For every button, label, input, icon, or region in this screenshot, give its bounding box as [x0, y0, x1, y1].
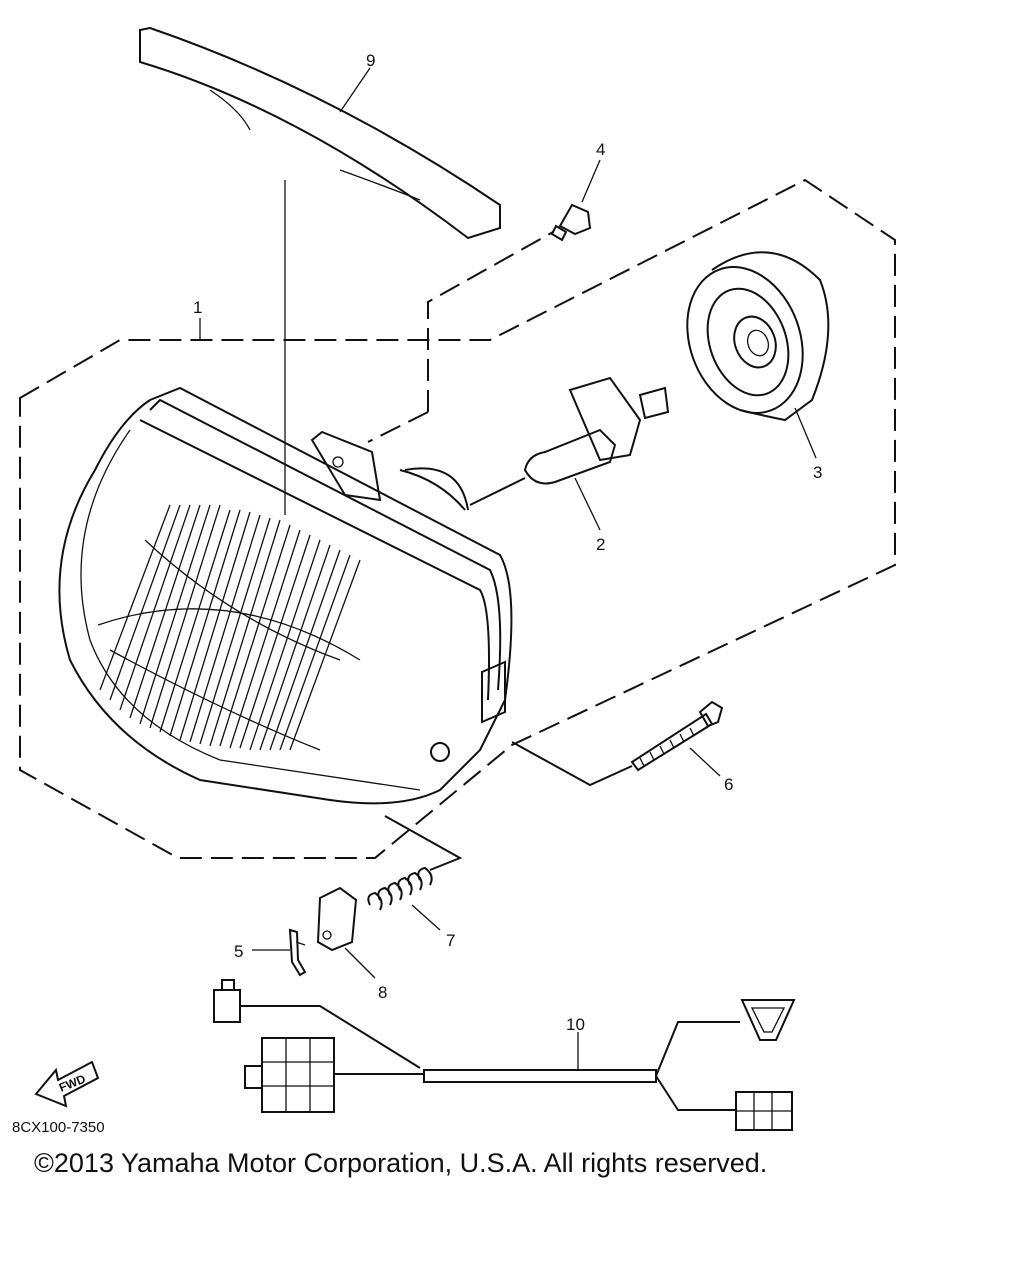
drawing-code: 8CX100-7350: [12, 1119, 105, 1136]
spring-part: [367, 815, 463, 911]
leader-9: [339, 67, 371, 113]
callout-3: 3: [813, 463, 822, 482]
callout-7: 7: [446, 931, 455, 950]
lens-pattern: [97, 504, 361, 751]
callout-10: 10: [566, 1015, 585, 1034]
screw-grommet-part: [550, 203, 592, 242]
assembly-outline: [19, 178, 896, 859]
leader-7: [411, 904, 441, 931]
visor-cover-part: [139, 26, 501, 515]
wiring-harness-part: [213, 979, 796, 1131]
headlight-housing-part: [58, 386, 513, 805]
clip-part: [288, 928, 307, 977]
leader-4: [581, 159, 601, 203]
leader-3: [794, 407, 817, 459]
copyright-notice: ©2013 Yamaha Motor Corporation, U.S.A. A…: [34, 1148, 768, 1178]
bracket-nut-part: [316, 886, 358, 952]
bulb-part: [469, 376, 670, 506]
leader-6: [689, 747, 721, 777]
callout-1: 1: [193, 298, 202, 317]
leader-8: [344, 947, 376, 979]
leader-4-dashed: [427, 231, 554, 412]
bulb-cover-part: [686, 251, 830, 422]
callout-9: 9: [366, 51, 375, 70]
callout-2: 2: [596, 535, 605, 554]
callout-8: 8: [378, 983, 387, 1002]
callout-6: 6: [724, 775, 733, 794]
callout-4: 4: [596, 140, 605, 159]
leader-2: [574, 477, 601, 531]
adjuster-screw-part: [511, 700, 724, 787]
callout-5: 5: [234, 942, 243, 961]
forward-arrow-icon: FWD: [34, 1060, 100, 1108]
leader-4-stub: [367, 411, 429, 443]
